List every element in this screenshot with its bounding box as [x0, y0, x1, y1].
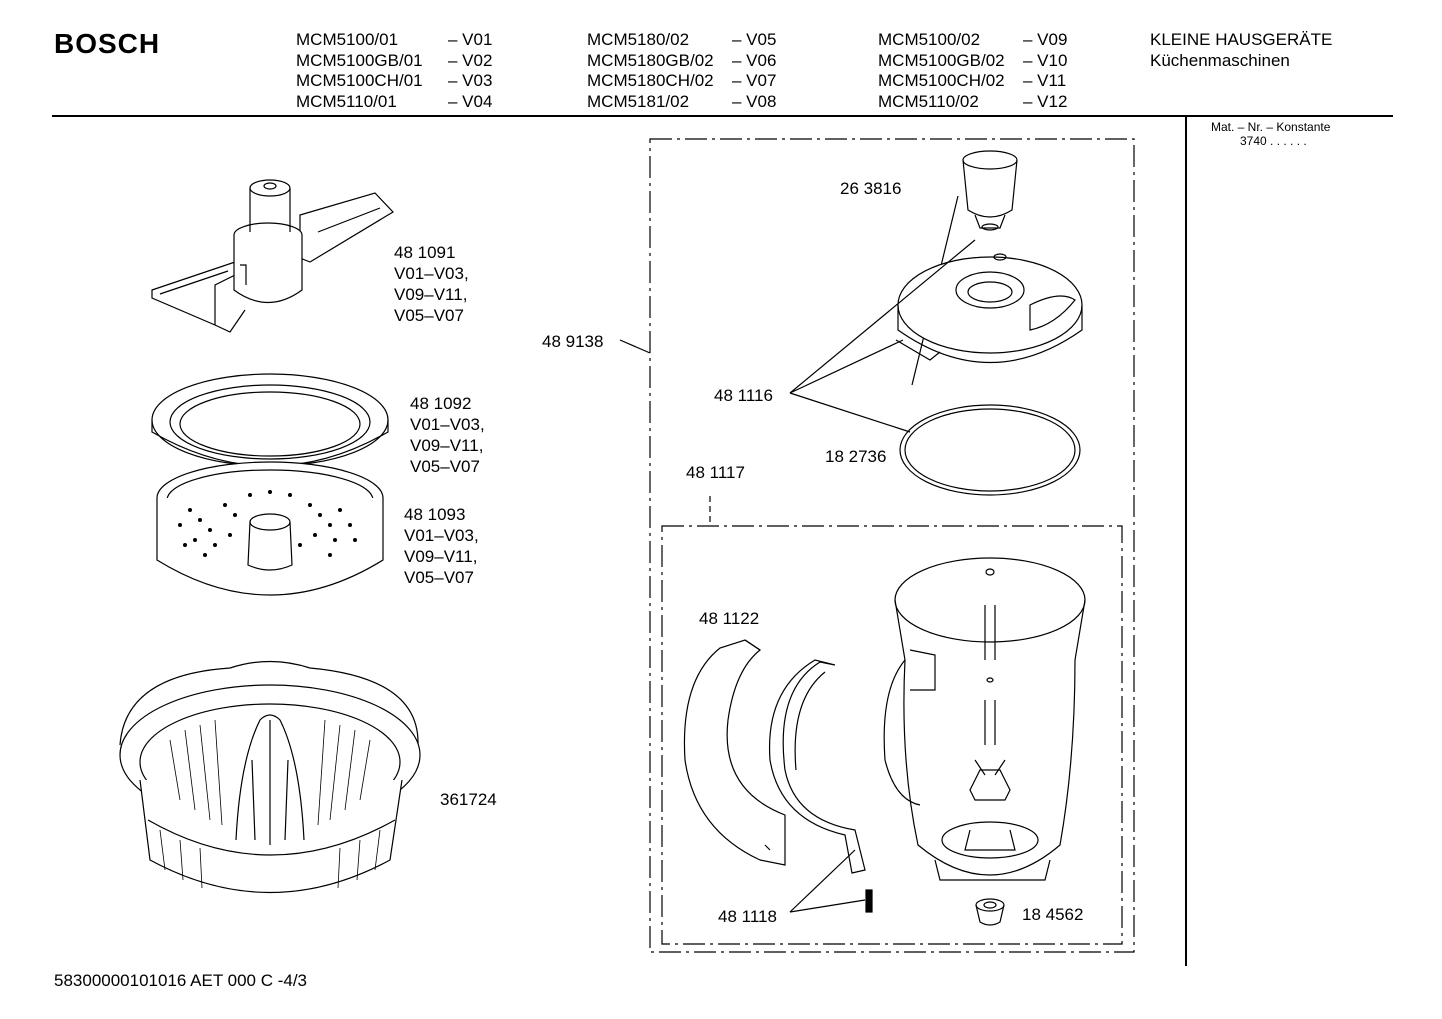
part-label-489138: 48 9138: [542, 332, 604, 351]
constant-label: Mat. – Nr. – Konstante: [1211, 120, 1331, 134]
part-variant: V09–V11,: [404, 547, 478, 566]
model-variant: – V03: [448, 71, 493, 90]
model-row: MCM5100/02 – V09: [878, 30, 1067, 51]
leader-481116-c: [789, 392, 911, 433]
model-row: MCM5100GB/02 – V10: [878, 51, 1067, 72]
part-label-481091: 48 1091 V01–V03, V09–V11, V05–V07: [394, 242, 469, 326]
model-variant: – V04: [448, 91, 493, 111]
part-variant: V09–V11,: [410, 436, 484, 455]
feeder-cup-263816: [962, 150, 1018, 231]
leader-489138: [619, 339, 651, 354]
press-ribs: [159, 719, 381, 889]
model-list-col2: MCM5180/02 – V05 MCM5180GB/02 – V06 MCM518…: [587, 30, 776, 112]
model-row: MCM5180CH/02 – V07: [587, 71, 776, 92]
model-number: MCM5180CH/02: [587, 71, 714, 90]
part-label-481092: 48 1092 V01–V03, V09–V11, V05–V07: [410, 393, 485, 477]
model-number: MCM5180GB/02: [587, 50, 714, 70]
model-number: MCM5100GB/02: [878, 50, 1005, 70]
leader-481116-a: [789, 339, 904, 394]
model-row: MCM5100CH/02 – V11: [878, 71, 1067, 92]
part-label-481116: 48 1116: [714, 386, 773, 405]
model-variant: – V11: [1023, 71, 1067, 90]
model-variant: – V02: [448, 50, 493, 70]
category-subtitle: Küchenmaschinen: [1150, 50, 1290, 70]
model-row: MCM5100/01 – V01: [296, 30, 492, 51]
lid-481116: [895, 253, 1083, 363]
part-variant: V01–V03,: [404, 526, 479, 545]
model-number: MCM5181/02: [587, 91, 690, 111]
model-row: MCM5180/02 – V05: [587, 30, 776, 51]
sieve-ring-481092: [151, 373, 389, 467]
basket-perforations: [178, 490, 357, 557]
part-label-263816: 26 3816: [840, 179, 902, 198]
part-variant: V09–V11,: [394, 285, 468, 304]
wiper-arm: [768, 659, 866, 874]
part-label-361724: 361724: [440, 790, 497, 809]
model-list-col1: MCM5100/01 – V01 MCM5100GB/01 – V02 MCM510…: [296, 30, 492, 112]
part-label-481117: 48 1117: [686, 463, 745, 482]
slicer-disc-481091: [151, 179, 394, 333]
part-variant: V05–V07: [394, 306, 464, 325]
part-variant: V01–V03,: [394, 264, 469, 283]
model-variant: – V08: [732, 91, 777, 111]
model-row: MCM5100GB/01 – V02: [296, 51, 492, 72]
model-variant: – V05: [732, 30, 777, 49]
model-row: MCM5180GB/02 – V06: [587, 51, 776, 72]
assembly-frame-481117: [661, 525, 1123, 945]
leader-481118-b: [789, 849, 856, 913]
model-variant: – V07: [732, 71, 777, 90]
filter-basket-481093: [156, 461, 384, 596]
model-variant: – V06: [732, 50, 777, 70]
constant-value: 3740 . . . . . .: [1240, 134, 1307, 148]
model-number: MCM5110/01: [296, 91, 397, 111]
shield-481122: [683, 639, 786, 866]
model-variant: – V09: [1023, 30, 1068, 49]
model-variant: – V01: [448, 30, 493, 49]
part-number: 48 1091: [394, 243, 456, 262]
category-title: KLEINE HAUSGERÄTE: [1150, 30, 1333, 49]
part-number: 48 1092: [410, 394, 472, 413]
model-number: MCM5100CH/02: [878, 71, 1005, 90]
part-variant: V05–V07: [404, 568, 474, 587]
part-number: 48 1093: [404, 505, 466, 524]
part-label-481118: 48 1118: [718, 907, 777, 926]
part-label-182736: 18 2736: [825, 447, 887, 466]
part-label-184562: 18 4562: [1022, 905, 1084, 924]
model-row: MCM5110/01 – V04: [296, 92, 492, 113]
model-list-col3: MCM5100/02 – V09 MCM5100GB/02 – V10 MCM510…: [878, 30, 1067, 112]
model-number: MCM5100CH/01: [296, 71, 423, 90]
model-row: MCM5100CH/01 – V03: [296, 71, 492, 92]
part-variant: V01–V03,: [410, 415, 485, 434]
model-variant: – V10: [1023, 50, 1068, 70]
bushing-184562: [975, 898, 1005, 926]
part-variant: V05–V07: [410, 457, 480, 476]
part-label-481122: 48 1122: [699, 609, 760, 628]
model-number: MCM5180/02: [587, 30, 690, 49]
document-footer: 58300000101016 AET 000 C -4/3: [54, 971, 308, 990]
brand-logo: BOSCH: [54, 28, 161, 59]
citrus-press-361724: [119, 660, 421, 893]
seal-ring-182736: [899, 404, 1081, 496]
model-number: MCM5100/02: [878, 30, 981, 49]
model-number: MCM5110/02: [878, 91, 979, 111]
model-number: MCM5100GB/01: [296, 50, 423, 70]
model-variant: – V12: [1023, 91, 1068, 111]
blender-jar: [883, 557, 1086, 881]
model-row: MCM5110/02 – V12: [878, 92, 1067, 113]
leader-481118-a: [789, 899, 866, 913]
leader-481116-b: [789, 239, 976, 394]
model-number: MCM5100/01: [296, 30, 399, 49]
category-block: KLEINE HAUSGERÄTE Küchenmaschinen: [1150, 30, 1332, 71]
assembly-frame-489138: [649, 138, 1135, 953]
pin-481118: [865, 889, 873, 913]
model-row: MCM5181/02 – V08: [587, 92, 776, 113]
part-label-481093: 48 1093 V01–V03, V09–V11, V05–V07: [404, 504, 479, 588]
